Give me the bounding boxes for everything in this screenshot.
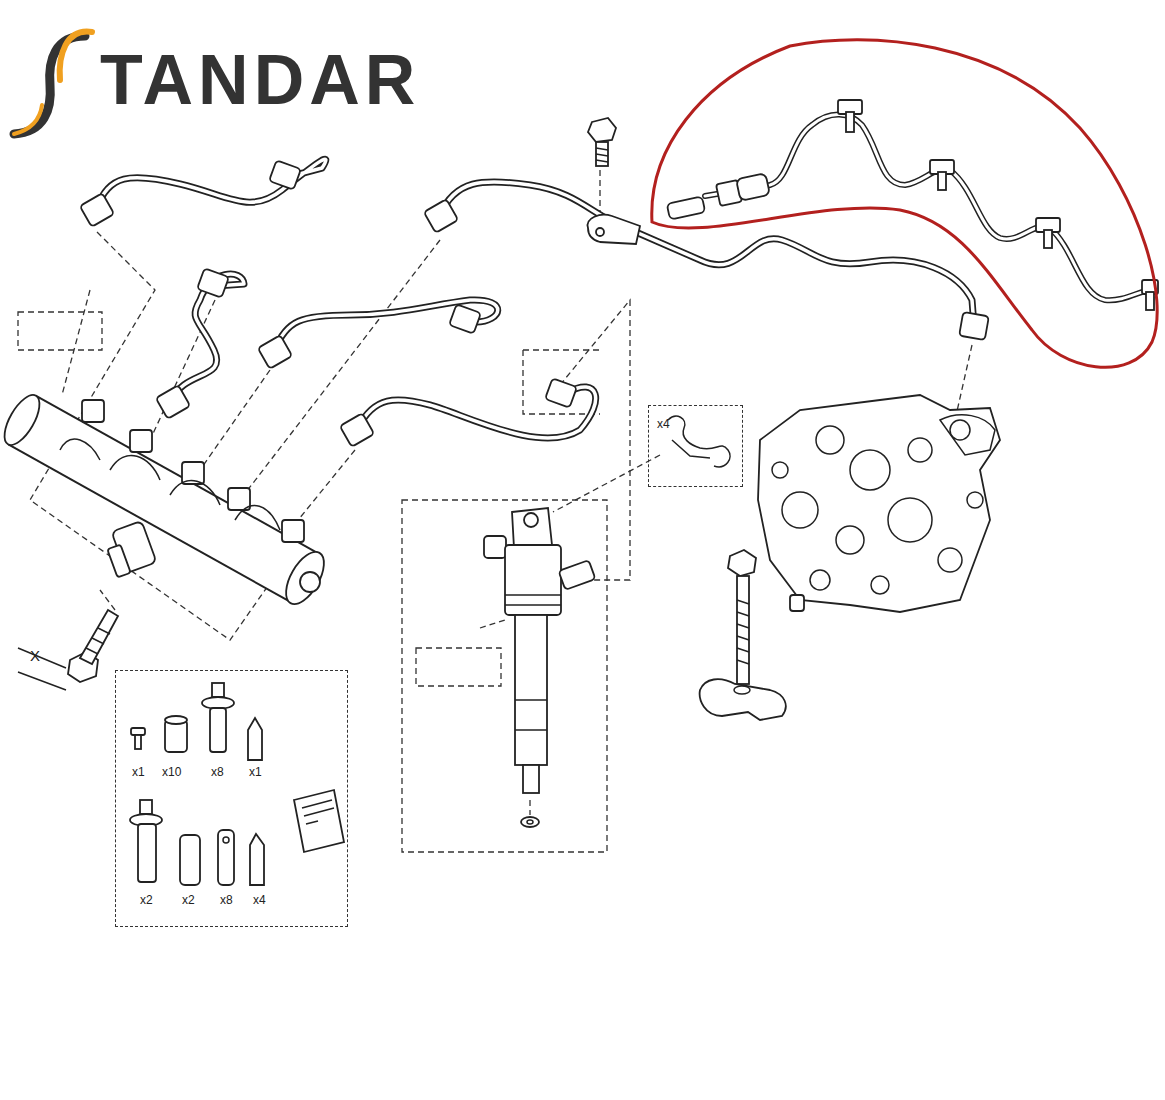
clip-callout-box: x4 <box>648 405 743 487</box>
quantity-label: x1 <box>249 766 262 779</box>
quantity-label: x8 <box>211 766 224 779</box>
kit-box: x1 x10 x8 x1 x2 x2 x8 x4 <box>115 670 348 927</box>
quantity-label: x1 <box>132 766 145 779</box>
quantity-label: x4 <box>253 894 266 907</box>
quantity-label: x4 <box>657 418 670 431</box>
quantity-label: x2 <box>140 894 153 907</box>
quantity-label: x2 <box>182 894 195 907</box>
brand-logo: TANDAR <box>100 45 420 115</box>
dimension-label: X <box>30 648 40 665</box>
quantity-label: x8 <box>220 894 233 907</box>
quantity-label: x10 <box>162 766 181 779</box>
